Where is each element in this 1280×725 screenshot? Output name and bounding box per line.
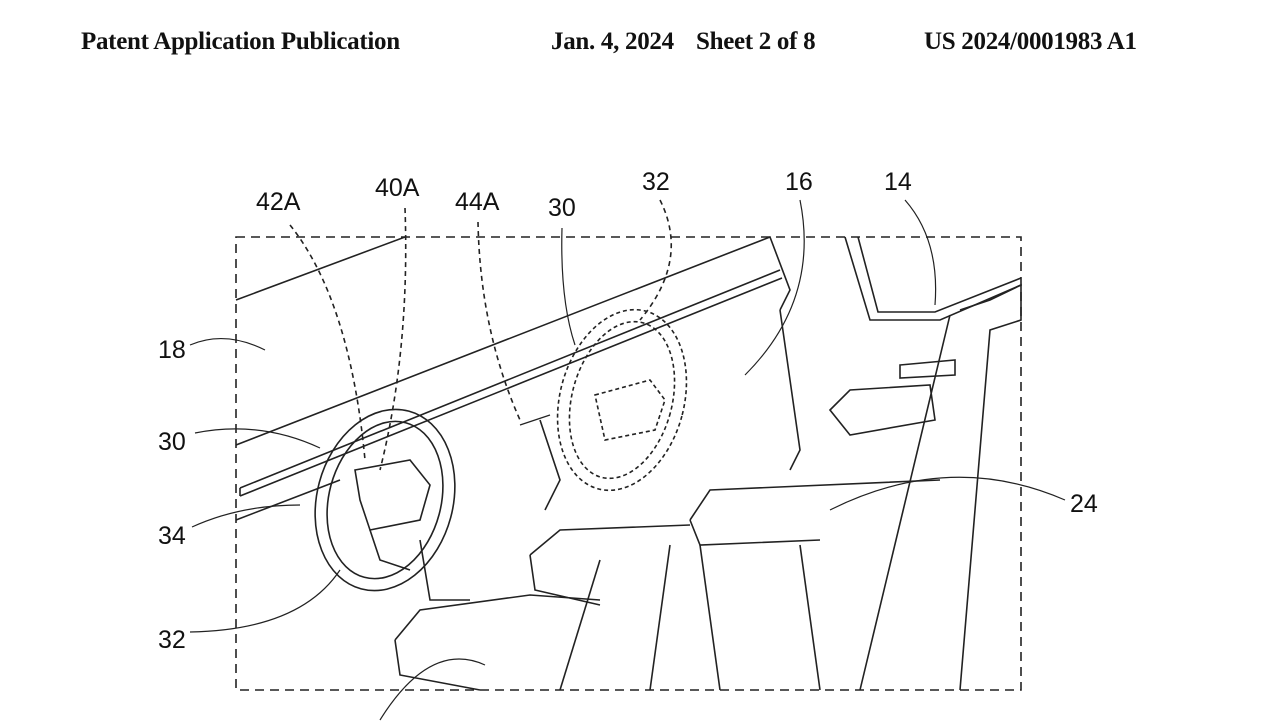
- figure-boundary: [235, 236, 1022, 691]
- driver-steering-wheel: [314, 408, 456, 592]
- ref-label-32-top: 32: [642, 168, 670, 196]
- vehicle-dashboard: [235, 235, 801, 601]
- ref-label-40a: 40A: [375, 174, 420, 202]
- ref-label-14: 14: [884, 168, 912, 196]
- ref-label-44a: 44A: [455, 188, 500, 216]
- vehicle-seats: [394, 283, 1022, 691]
- ref-label-34: 34: [158, 522, 186, 550]
- publication-title: Patent Application Publication: [81, 28, 400, 55]
- publication-date: Jan. 4, 2024: [551, 28, 674, 55]
- ref-label-32-left: 32: [158, 626, 186, 654]
- sheet-number: Sheet 2 of 8: [696, 28, 816, 55]
- ref-label-30-left: 30: [158, 428, 186, 456]
- ref-label-30-top: 30: [548, 194, 576, 222]
- vehicle-door: [828, 236, 1022, 436]
- ref-label-16: 16: [785, 168, 813, 196]
- ref-label-42a: 42A: [256, 188, 301, 216]
- publication-number: US 2024/0001983 A1: [924, 28, 1137, 55]
- ref-label-18: 18: [158, 336, 186, 364]
- reference-leader-lines: [189, 199, 1066, 721]
- ref-label-24: 24: [1070, 490, 1098, 518]
- passenger-steering-wheel-hidden: [556, 308, 688, 492]
